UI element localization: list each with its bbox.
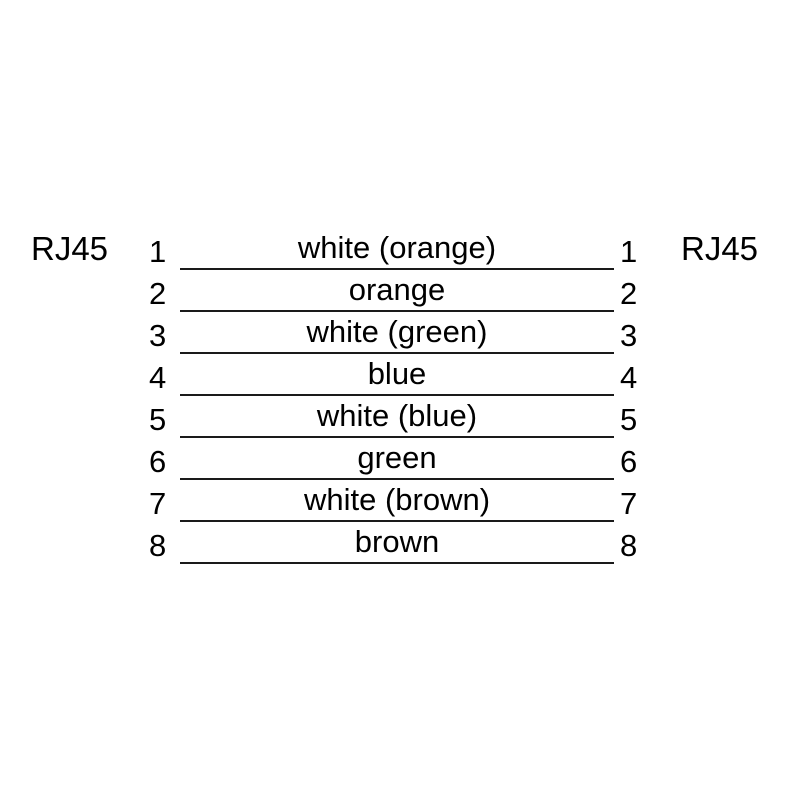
right-pin-number: 6 — [620, 444, 638, 479]
wire-row: white (orange) 1 1 — [0, 228, 800, 270]
left-pin-number: 4 — [149, 360, 167, 395]
wire-color-label: white (orange) — [297, 230, 497, 265]
right-pin-number: 7 — [620, 486, 638, 521]
wire-row: white (brown) 7 7 — [0, 480, 800, 522]
wire-row: blue 4 4 — [0, 354, 800, 396]
wire-row: brown 8 8 — [0, 522, 800, 564]
wire-conductor-line — [180, 436, 614, 438]
wire-color-label: green — [357, 440, 437, 475]
wire-color-label: brown — [354, 524, 440, 559]
wire-conductor-line — [180, 394, 614, 396]
left-pin-number: 2 — [149, 276, 167, 311]
left-connector-label: RJ45 — [31, 230, 109, 267]
left-pin-number: 8 — [149, 528, 167, 563]
wire-row: green 6 6 — [0, 438, 800, 480]
wire-row: white (blue) 5 5 — [0, 396, 800, 438]
left-pin-number: 1 — [149, 234, 167, 269]
wire-conductor-line — [180, 562, 614, 564]
wire-conductor-line — [180, 520, 614, 522]
right-pin-number: 4 — [620, 360, 638, 395]
right-pin-number: 2 — [620, 276, 638, 311]
wire-conductor-line — [180, 478, 614, 480]
left-pin-number: 3 — [149, 318, 167, 353]
wire-row: white (green) 3 3 — [0, 312, 800, 354]
wire-color-label: white (blue) — [316, 398, 478, 433]
wire-conductor-line — [180, 310, 614, 312]
left-pin-number: 6 — [149, 444, 167, 479]
right-pin-number: 5 — [620, 402, 638, 437]
left-pin-number: 5 — [149, 402, 167, 437]
wire-conductor-line — [180, 352, 614, 354]
right-pin-number: 1 — [620, 234, 638, 269]
wire-conductor-line — [180, 268, 614, 270]
wire-color-label: orange — [348, 272, 446, 307]
wire-color-label: blue — [367, 356, 427, 391]
wire-color-label: white (brown) — [303, 482, 491, 517]
left-pin-number: 7 — [149, 486, 167, 521]
right-pin-number: 3 — [620, 318, 638, 353]
wire-row: orange 2 2 — [0, 270, 800, 312]
right-pin-number: 8 — [620, 528, 638, 563]
wire-color-label: white (green) — [306, 314, 488, 349]
right-connector-label: RJ45 — [681, 230, 759, 267]
